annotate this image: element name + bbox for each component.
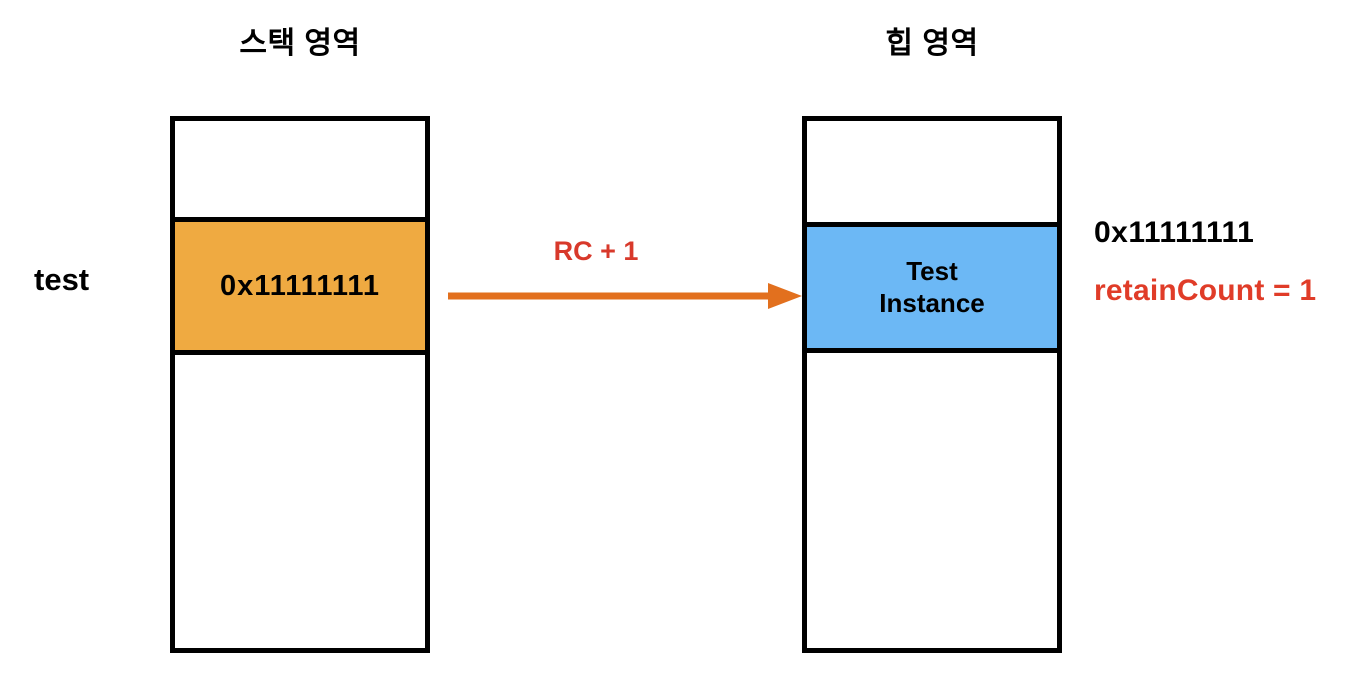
heap-section-title: 힙 영역	[885, 27, 979, 60]
arrow-caption-label: RC + 1	[553, 236, 639, 266]
reference-arrow-group: RC + 1	[446, 236, 802, 316]
stack-empty-cell-top	[175, 121, 425, 217]
heap-memory-column: Test Instance	[802, 116, 1062, 653]
heap-object-label-line-2: Instance	[879, 287, 985, 318]
heap-empty-cell-bottom	[807, 353, 1057, 648]
stack-pointer-cell: 0x11111111	[175, 217, 425, 355]
stack-empty-cell-bottom	[175, 355, 425, 648]
variable-name-label: test	[34, 262, 90, 297]
heap-object-label-line-1: Test	[906, 255, 958, 286]
stack-section-title: 스택 영역	[239, 27, 361, 60]
stack-memory-column: 0x11111111	[170, 116, 430, 653]
reference-arrow-icon	[448, 283, 802, 309]
heap-address-annotation: 0x11111111	[1094, 216, 1255, 249]
heap-object-cell: Test Instance	[807, 222, 1057, 353]
heap-empty-cell-top	[807, 121, 1057, 222]
retain-count-annotation: retainCount = 1	[1094, 274, 1317, 307]
